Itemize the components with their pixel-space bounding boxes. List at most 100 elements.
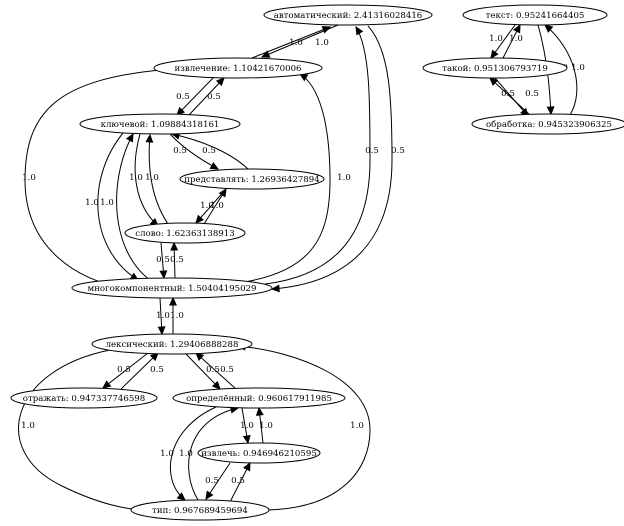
edge-line bbox=[489, 77, 531, 116]
node-slovo: слово: 1.62363138913 bbox=[124, 222, 246, 244]
edge-izvlech-to-opredelennyy: 1.0 bbox=[255, 406, 273, 444]
arrowhead-icon bbox=[157, 326, 166, 336]
node-label: ключевой: 1.09884318161 bbox=[101, 120, 220, 130]
node-predstavlyat: представлять: 1.26936427894 bbox=[179, 168, 325, 190]
arrowhead-icon bbox=[513, 23, 521, 34]
edge-obrabotka-to-tekst: 1.0 bbox=[544, 24, 585, 116]
edge-weight-label: 0.5 bbox=[207, 92, 221, 102]
node-ellipse bbox=[153, 57, 323, 79]
edge-slovo-to-mnogokomponentnyy: 0.5 bbox=[156, 242, 170, 280]
edge-line bbox=[244, 73, 331, 283]
edge-line bbox=[264, 26, 371, 285]
edge-tip-to-leksicheskiy: 1.0 bbox=[236, 342, 371, 511]
node-label: лексический: 1.29406888288 bbox=[106, 340, 239, 350]
arrowhead-icon bbox=[149, 352, 159, 362]
arrowhead-icon bbox=[102, 380, 112, 389]
node-ellipse bbox=[471, 113, 624, 135]
nodes-layer: автоматический: 2.41316028416извлечение:… bbox=[10, 4, 624, 521]
edge-line bbox=[195, 352, 237, 390]
node-takoy: такой: 0.951306793719 bbox=[422, 57, 568, 79]
node-tip: тип: 0.967689459694 bbox=[130, 499, 270, 521]
node-label: представлять: 1.26936427894 bbox=[184, 175, 320, 185]
edge-line bbox=[171, 133, 249, 170]
node-label: определённый: 0.960617911985 bbox=[186, 394, 332, 404]
edge-line bbox=[237, 345, 371, 511]
node-ellipse bbox=[124, 222, 246, 244]
node-ellipse bbox=[130, 499, 270, 521]
edge-takoy-to-obrabotka: 0.5 bbox=[494, 77, 529, 117]
node-ellipse bbox=[197, 442, 321, 464]
edge-weight-label: 0.5 bbox=[170, 255, 184, 265]
node-izvlech: извлечь: 0.946946210595 bbox=[197, 442, 321, 464]
node-opredelennyy: определённый: 0.960617911985 bbox=[172, 387, 346, 409]
edge-line bbox=[134, 133, 159, 227]
edge-weight-label: 1.0 bbox=[315, 38, 329, 48]
edge-otrazhat-to-leksicheskiy: 0.5 bbox=[120, 352, 164, 390]
edge-weight-label: 1.0 bbox=[21, 421, 35, 431]
edge-line bbox=[544, 24, 578, 116]
node-ellipse bbox=[422, 57, 568, 79]
arrowhead-icon bbox=[242, 434, 251, 445]
arrowhead-icon bbox=[195, 352, 205, 361]
edge-slovo-to-klyuchevoy: 1.0 bbox=[145, 133, 169, 225]
edge-weight-label: 1.0 bbox=[100, 198, 114, 208]
edge-weight-label: 1.0 bbox=[160, 449, 174, 459]
node-label: извлечь: 0.946946210595 bbox=[201, 449, 317, 459]
node-ellipse bbox=[79, 113, 241, 135]
node-label: обработка: 0.945323906325 bbox=[486, 119, 612, 130]
node-ellipse bbox=[263, 4, 433, 26]
edge-leksicheskiy-to-opredelennyy: 0.5 bbox=[184, 352, 221, 390]
edge-mnogokomponentnyy-to-slovo: 0.5 bbox=[170, 241, 184, 279]
node-ellipse bbox=[71, 277, 273, 299]
node-ellipse bbox=[179, 168, 325, 190]
node-leksicheskiy: лексический: 1.29406888288 bbox=[91, 333, 253, 355]
edge-weight-label: 1.0 bbox=[571, 63, 585, 73]
arrowhead-icon bbox=[260, 50, 271, 58]
arrowhead-icon bbox=[125, 132, 134, 143]
edge-weight-label: 0.5 bbox=[156, 255, 170, 265]
edge-weight-label: 0.5 bbox=[391, 146, 405, 156]
edge-klyuchevoy-to-predstavlyat: 0.5 bbox=[169, 133, 220, 170]
edge-leksicheskiy-to-otrazhat: 0.5 bbox=[102, 352, 149, 389]
edge-line bbox=[18, 349, 147, 511]
edge-weight-label: 0.5 bbox=[220, 365, 234, 375]
arrowhead-icon bbox=[195, 214, 204, 224]
node-avtomaticheskiy: автоматический: 2.41316028416 bbox=[263, 4, 433, 26]
edge-weight-label: 0.5 bbox=[365, 146, 379, 156]
edge-weight-label: 1.0 bbox=[509, 34, 523, 44]
edge-line bbox=[188, 407, 239, 501]
edge-weight-label: 1.0 bbox=[145, 173, 159, 183]
node-label: текст: 0.95241664405 bbox=[486, 11, 585, 21]
edge-leksicheskiy-to-mnogokomponentnyy: 1.0 bbox=[169, 296, 184, 334]
arrowhead-icon bbox=[544, 24, 554, 33]
edge-weight-label: 1.0 bbox=[85, 198, 99, 208]
edge-tekst-to-takoy: 1.0 bbox=[489, 24, 516, 59]
arrowhead-icon bbox=[205, 490, 214, 501]
arrowhead-icon bbox=[270, 284, 280, 293]
edge-weight-label: 0.5 bbox=[117, 365, 131, 375]
edge-line bbox=[102, 352, 149, 389]
node-label: тип: 0.967689459694 bbox=[152, 506, 248, 516]
edge-opredelennyy-to-tip: 1.0 bbox=[160, 406, 217, 501]
edge-line bbox=[271, 25, 393, 290]
edge-weight-label: 0.5 bbox=[150, 365, 164, 375]
edge-line bbox=[148, 134, 169, 225]
edge-weight-label: 1.0 bbox=[170, 311, 184, 321]
arrowhead-icon bbox=[176, 492, 186, 501]
node-mnogokomponentnyy: многокомпонентный: 1.50404195029 bbox=[71, 277, 273, 299]
edge-weight-label: 1.0 bbox=[337, 173, 351, 183]
edge-mnogokomponentnyy-to-klyuchevoy: 1.0 bbox=[100, 132, 151, 281]
edge-line bbox=[251, 26, 331, 59]
arrowhead-icon bbox=[218, 187, 227, 198]
edge-izvlechenie-to-klyuchevoy: 0.5 bbox=[176, 76, 215, 116]
node-ellipse bbox=[172, 387, 346, 409]
edge-line bbox=[97, 132, 139, 281]
arrowhead-icon bbox=[169, 296, 177, 306]
edge-weight-label: 0.5 bbox=[173, 146, 187, 156]
node-klyuchevoy: ключевой: 1.09884318161 bbox=[79, 113, 241, 135]
edge-line bbox=[494, 77, 529, 117]
edge-line bbox=[176, 76, 215, 116]
edge-opredelennyy-to-izvlech: 1.0 bbox=[240, 407, 254, 445]
edge-weight-label: 1.0 bbox=[129, 173, 143, 183]
